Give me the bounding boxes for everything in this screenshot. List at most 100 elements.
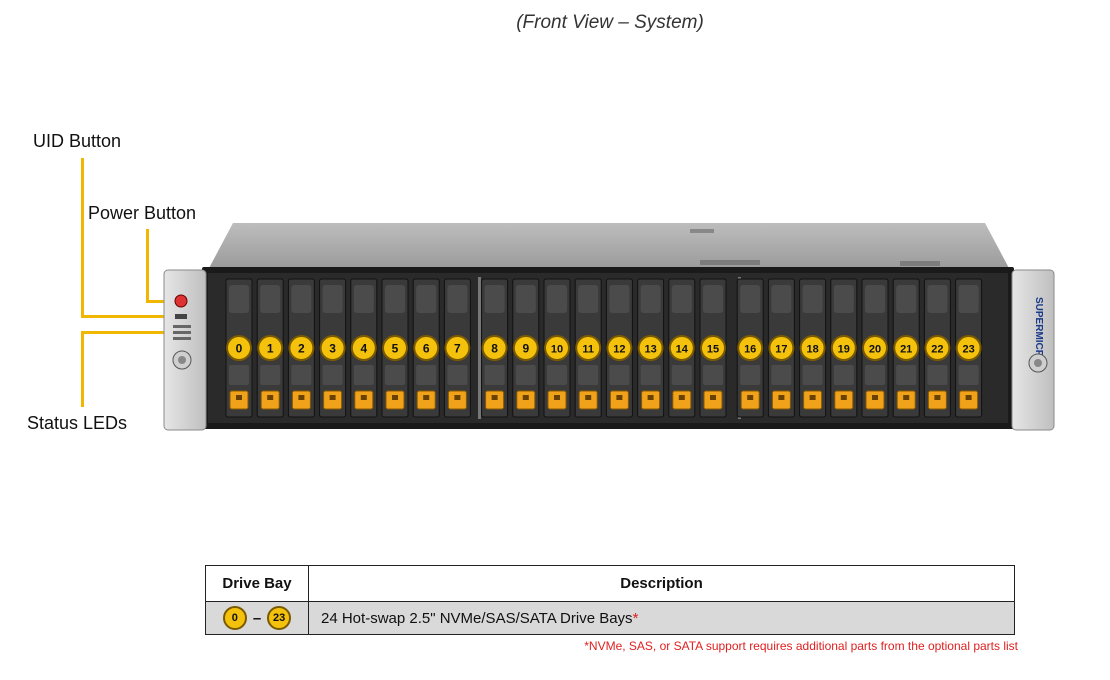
bay-number-label: 21 (900, 344, 912, 356)
drive-bay-legend-table: Drive Bay Description 0–23 24 Hot-swap 2… (205, 565, 1015, 635)
bay-number-label: 13 (644, 344, 656, 356)
bay-badge-first: 0 (222, 606, 247, 630)
bay-number-badge (382, 335, 408, 361)
bay-number-badge (512, 335, 539, 361)
bay-number-label: 1 (267, 342, 274, 356)
bay-number-badge (444, 335, 471, 361)
left-rack-ear (163, 269, 207, 431)
asterisk-mark: * (632, 609, 639, 627)
bay-number-badge (700, 335, 726, 361)
bay-number-label: 23 (962, 344, 974, 356)
bay-number-label: 9 (522, 342, 529, 356)
drive-bay[interactable]: 21 (892, 278, 920, 418)
bay-number-badge (830, 335, 857, 361)
drive-bay[interactable]: 15 (699, 278, 727, 418)
bay-number-badge (288, 335, 315, 361)
drive-bay[interactable]: 20 (861, 278, 889, 418)
bay-number-badge (955, 335, 982, 361)
bay-number-label: 2 (298, 342, 305, 356)
bay-number-badge (737, 335, 764, 361)
header-drive-bay: Drive Bay (205, 565, 309, 602)
power-callout-vertical (146, 229, 149, 303)
drive-bay[interactable]: 0 (225, 278, 253, 418)
bay-number-badge (893, 335, 920, 361)
page-title: (Front View – System) (516, 12, 704, 33)
drive-bay[interactable]: 6 (412, 278, 440, 418)
uid-callout-horizontal (81, 315, 173, 318)
drive-bay[interactable]: 12 (605, 278, 633, 418)
bay-number-badge (226, 335, 252, 361)
bay-number-badge (350, 335, 377, 361)
drive-bay[interactable]: 10 (543, 278, 571, 418)
status-leds-label: Status LEDs (27, 413, 128, 433)
bay-number-badge (606, 335, 633, 361)
bay-number-badge (768, 335, 795, 361)
bay-number-label: 12 (613, 344, 625, 356)
description-text: 24 Hot-swap 2.5" NVMe/SAS/SATA Drive Bay… (321, 609, 633, 627)
bay-number-label: 0 (236, 342, 243, 356)
drive-bay[interactable]: 2 (287, 278, 315, 418)
footnote: *NVMe, SAS, or SATA support requires add… (584, 639, 1018, 653)
bay-number-label: 4 (360, 342, 367, 356)
bay-number-badge (319, 335, 346, 361)
drive-bay[interactable]: 19 (830, 278, 858, 418)
table-row: 0–23 24 Hot-swap 2.5" NVMe/SAS/SATA Driv… (205, 601, 1015, 635)
bay-number-badge (413, 335, 440, 361)
bay-number-label: 10 (551, 344, 563, 356)
uid-button-icon[interactable] (175, 314, 187, 319)
drive-bay[interactable]: 23 (955, 278, 983, 418)
bay-number-label: 3 (329, 342, 336, 356)
bay-number-label: 5 (392, 342, 399, 356)
brand-logo: SUPERMICRO (1033, 297, 1044, 365)
drive-bay[interactable]: 22 (923, 278, 951, 418)
drive-bay[interactable]: 17 (767, 278, 795, 418)
bay-number-label: 14 (676, 344, 689, 356)
bay-number-label: 20 (869, 344, 881, 356)
drive-bay[interactable]: 7 (443, 278, 471, 418)
bay-number-badge (862, 335, 888, 361)
status-led-icon (173, 337, 191, 340)
power-button-label: Power Button (88, 203, 197, 223)
drive-bay[interactable]: 14 (668, 278, 696, 418)
bay-number-label: 16 (744, 344, 756, 356)
bay-number-badge (544, 335, 570, 361)
drive-bay[interactable]: 1 (256, 278, 284, 418)
bay-number-label: 22 (931, 344, 943, 356)
bay-number-label: 18 (806, 344, 818, 356)
leds-callout-vertical (81, 331, 84, 407)
drive-bay[interactable]: 11 (574, 278, 602, 418)
drive-bay[interactable]: 5 (381, 278, 409, 418)
bay-number-label: 19 (838, 344, 850, 356)
drive-bay[interactable]: 18 (799, 278, 827, 418)
bay-number-label: 15 (707, 344, 719, 356)
bay-number-label: 6 (423, 342, 430, 356)
bay-number-badge (481, 335, 508, 361)
uid-callout-vertical (81, 158, 84, 318)
uid-button-label: UID Button (33, 131, 122, 151)
drive-bay[interactable]: 9 (512, 278, 540, 418)
bay-range-cell: 0–23 (205, 601, 309, 635)
drive-bay[interactable]: 4 (350, 278, 378, 418)
bay-number-label: 17 (775, 344, 787, 356)
right-rack-ear (1011, 269, 1055, 431)
drive-bay[interactable]: 16 (736, 278, 764, 418)
status-led-icon (173, 331, 191, 334)
drive-bay[interactable]: 13 (637, 278, 665, 418)
drive-bay[interactable]: 3 (319, 278, 347, 418)
range-dash: – (252, 609, 262, 627)
bay-number-badge (668, 335, 695, 361)
chassis-top (208, 223, 1010, 270)
power-callout-horizontal (146, 300, 171, 303)
drive-bay[interactable]: 8 (481, 278, 509, 418)
bay-number-badge (575, 335, 602, 361)
power-button-icon[interactable] (174, 294, 188, 308)
leds-callout-horizontal (81, 331, 169, 334)
bay-number-label: 8 (491, 342, 498, 356)
bay-number-badge (799, 335, 826, 361)
description-cell: 24 Hot-swap 2.5" NVMe/SAS/SATA Drive Bay… (308, 601, 1015, 635)
bay-number-badge (257, 335, 284, 361)
bay-number-label: 11 (582, 344, 594, 356)
bay-number-badge (637, 335, 664, 361)
bay-number-label: 7 (454, 342, 461, 356)
